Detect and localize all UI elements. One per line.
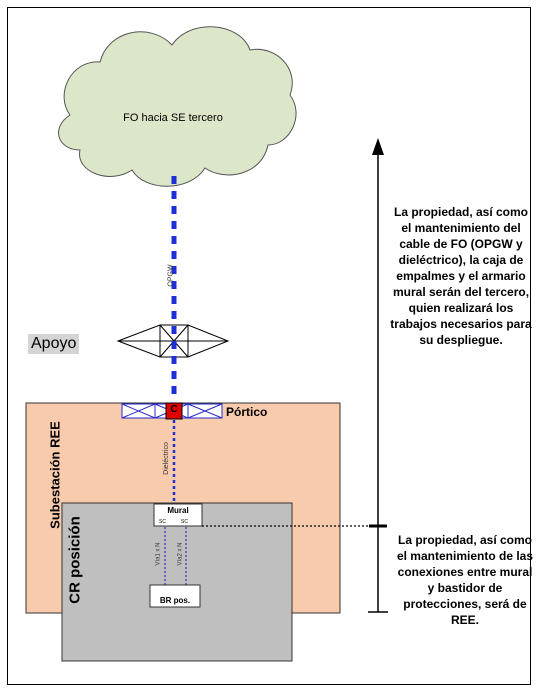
opgw-label: OPGW [167,264,175,287]
via2-label: Vía2 x N [177,542,184,566]
cloud-label: FO hacia SE tercero [123,112,223,124]
br-pos-box [149,584,201,608]
mural-label: Mural [167,506,189,515]
cr-posicion-label: CR posición [66,516,84,604]
sc-right-label: SC [181,519,188,525]
dielectrico-label: Dieléctrico [162,442,170,475]
splice-box [165,402,183,420]
apoyo-label: Apoyo [28,334,80,354]
substation-label: Subestación REE [47,421,63,529]
via1-label: Vía1 x N [155,542,162,566]
splice-box-label: C [170,404,178,415]
cloud-shape [58,26,297,187]
sc-left-label: SC [159,519,166,525]
arrow-up-icon [372,138,384,155]
page-frame [7,7,531,685]
br-pos-label: BR pos. [159,596,191,605]
mural-box [153,503,203,527]
upper-responsibility-note: La propiedad, así como el mantenimiento … [390,205,532,347]
lower-responsibility-note: La propiedad, así como el mantenimiento … [396,533,534,627]
cr-posicion-area [61,502,293,662]
portico-label: Pórtico [226,405,268,419]
